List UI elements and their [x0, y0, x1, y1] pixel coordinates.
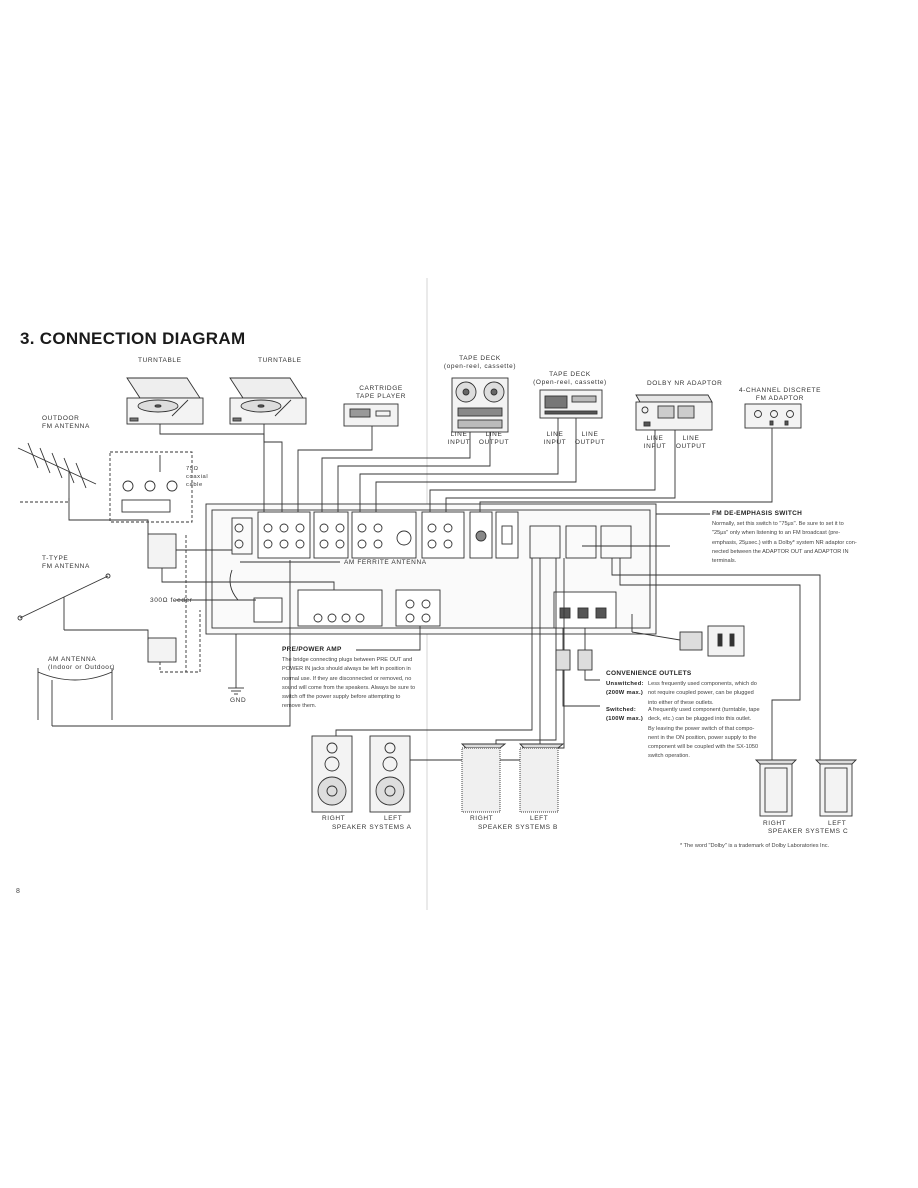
speaker-systems-a — [311, 735, 411, 813]
pre-power-text: The bridge connecting plugs between PRE … — [282, 657, 416, 710]
antenna-connector-illustration — [121, 455, 178, 513]
speaker-a-caption: SPEAKER SYSTEMS A — [332, 824, 412, 831]
pre-power-heading: PRE/POWER AMP — [282, 646, 342, 653]
gnd-label: GND — [230, 697, 247, 704]
signal-cables — [52, 418, 773, 727]
dolby-footnote: * The word "Dolby" is a trademark of Dol… — [680, 843, 830, 849]
tape-deck-1-illustration — [451, 377, 509, 433]
receiver-rear-panel — [205, 503, 657, 635]
turntable-2-label: TURNTABLE — [258, 357, 302, 364]
ground-symbol — [228, 680, 244, 695]
speaker-c-caption: SPEAKER SYSTEMS C — [768, 828, 849, 835]
speaker-systems-b — [460, 743, 565, 813]
fm-adaptor-illustration — [744, 403, 802, 429]
switched-label: Switched: (100W max.) — [606, 707, 644, 722]
ferrite-antenna-label: AM FERRITE ANTENNA — [344, 559, 427, 566]
speaker-c-left-label: LEFT — [828, 820, 847, 827]
convenience-heading: CONVENIENCE OUTLETS — [606, 670, 692, 677]
speaker-a-right-label: RIGHT — [322, 815, 346, 822]
fm-deemphasis-text: Normally, set this switch to "75μs". Be … — [712, 521, 857, 565]
tape-deck-2-illustration — [539, 389, 603, 419]
cartridge-player-illustration — [343, 403, 399, 427]
speaker-systems-c — [754, 759, 858, 817]
cartridge-label: CARTRIDGE TAPE PLAYER — [355, 385, 407, 400]
page-number: 8 — [16, 888, 20, 895]
am-antenna-label: AM ANTENNA (Indoor or Outdoor) — [48, 656, 116, 671]
switched-text: A frequently used component (turntable, … — [648, 707, 760, 760]
fm-deemphasis-heading: FM DE-EMPHASIS SWITCH — [712, 510, 803, 517]
unswitched-label: Unswitched: (200W max.) — [606, 681, 644, 696]
speaker-c-right-label: RIGHT — [763, 820, 787, 827]
page-title: 3. CONNECTION DIAGRAM — [20, 329, 246, 348]
speaker-b-left-label: LEFT — [530, 815, 549, 822]
dolby-adaptor-illustration — [635, 394, 713, 431]
outdoor-fm-antenna-illustration — [17, 442, 97, 498]
tape-deck-1-label: TAPE DECK (open-reel, cassette) — [443, 355, 517, 370]
coax-cable-label: 75Ω coaxial cable — [186, 466, 209, 488]
tape-deck-2-label: TAPE DECK (Open-reel, cassette) — [533, 371, 607, 386]
dolby-label: DOLBY NR ADAPTOR — [647, 380, 723, 387]
speaker-cables — [335, 545, 821, 761]
turntable-1-label: TURNTABLE — [138, 357, 182, 364]
speaker-a-left-label: LEFT — [384, 815, 403, 822]
speaker-b-caption: SPEAKER SYSTEMS B — [478, 824, 558, 831]
turntable-2-illustration — [229, 377, 307, 425]
t-antenna-label: T-TYPE FM ANTENNA — [42, 555, 90, 570]
feeder-label: 300Ω feeder — [150, 597, 193, 604]
am-antenna-illustration — [37, 668, 113, 726]
outdoor-antenna-label: OUTDOOR FM ANTENNA — [42, 415, 90, 430]
t-type-antenna-illustration — [17, 573, 111, 630]
turntable-1-illustration — [126, 377, 204, 425]
convenience-plugs — [555, 625, 745, 707]
fm-adaptor-label: 4-CHANNEL DISCRETE FM ADAPTOR — [738, 387, 822, 402]
speaker-b-right-label: RIGHT — [470, 815, 494, 822]
unswitched-text: Less frequently used components, which d… — [648, 681, 757, 706]
